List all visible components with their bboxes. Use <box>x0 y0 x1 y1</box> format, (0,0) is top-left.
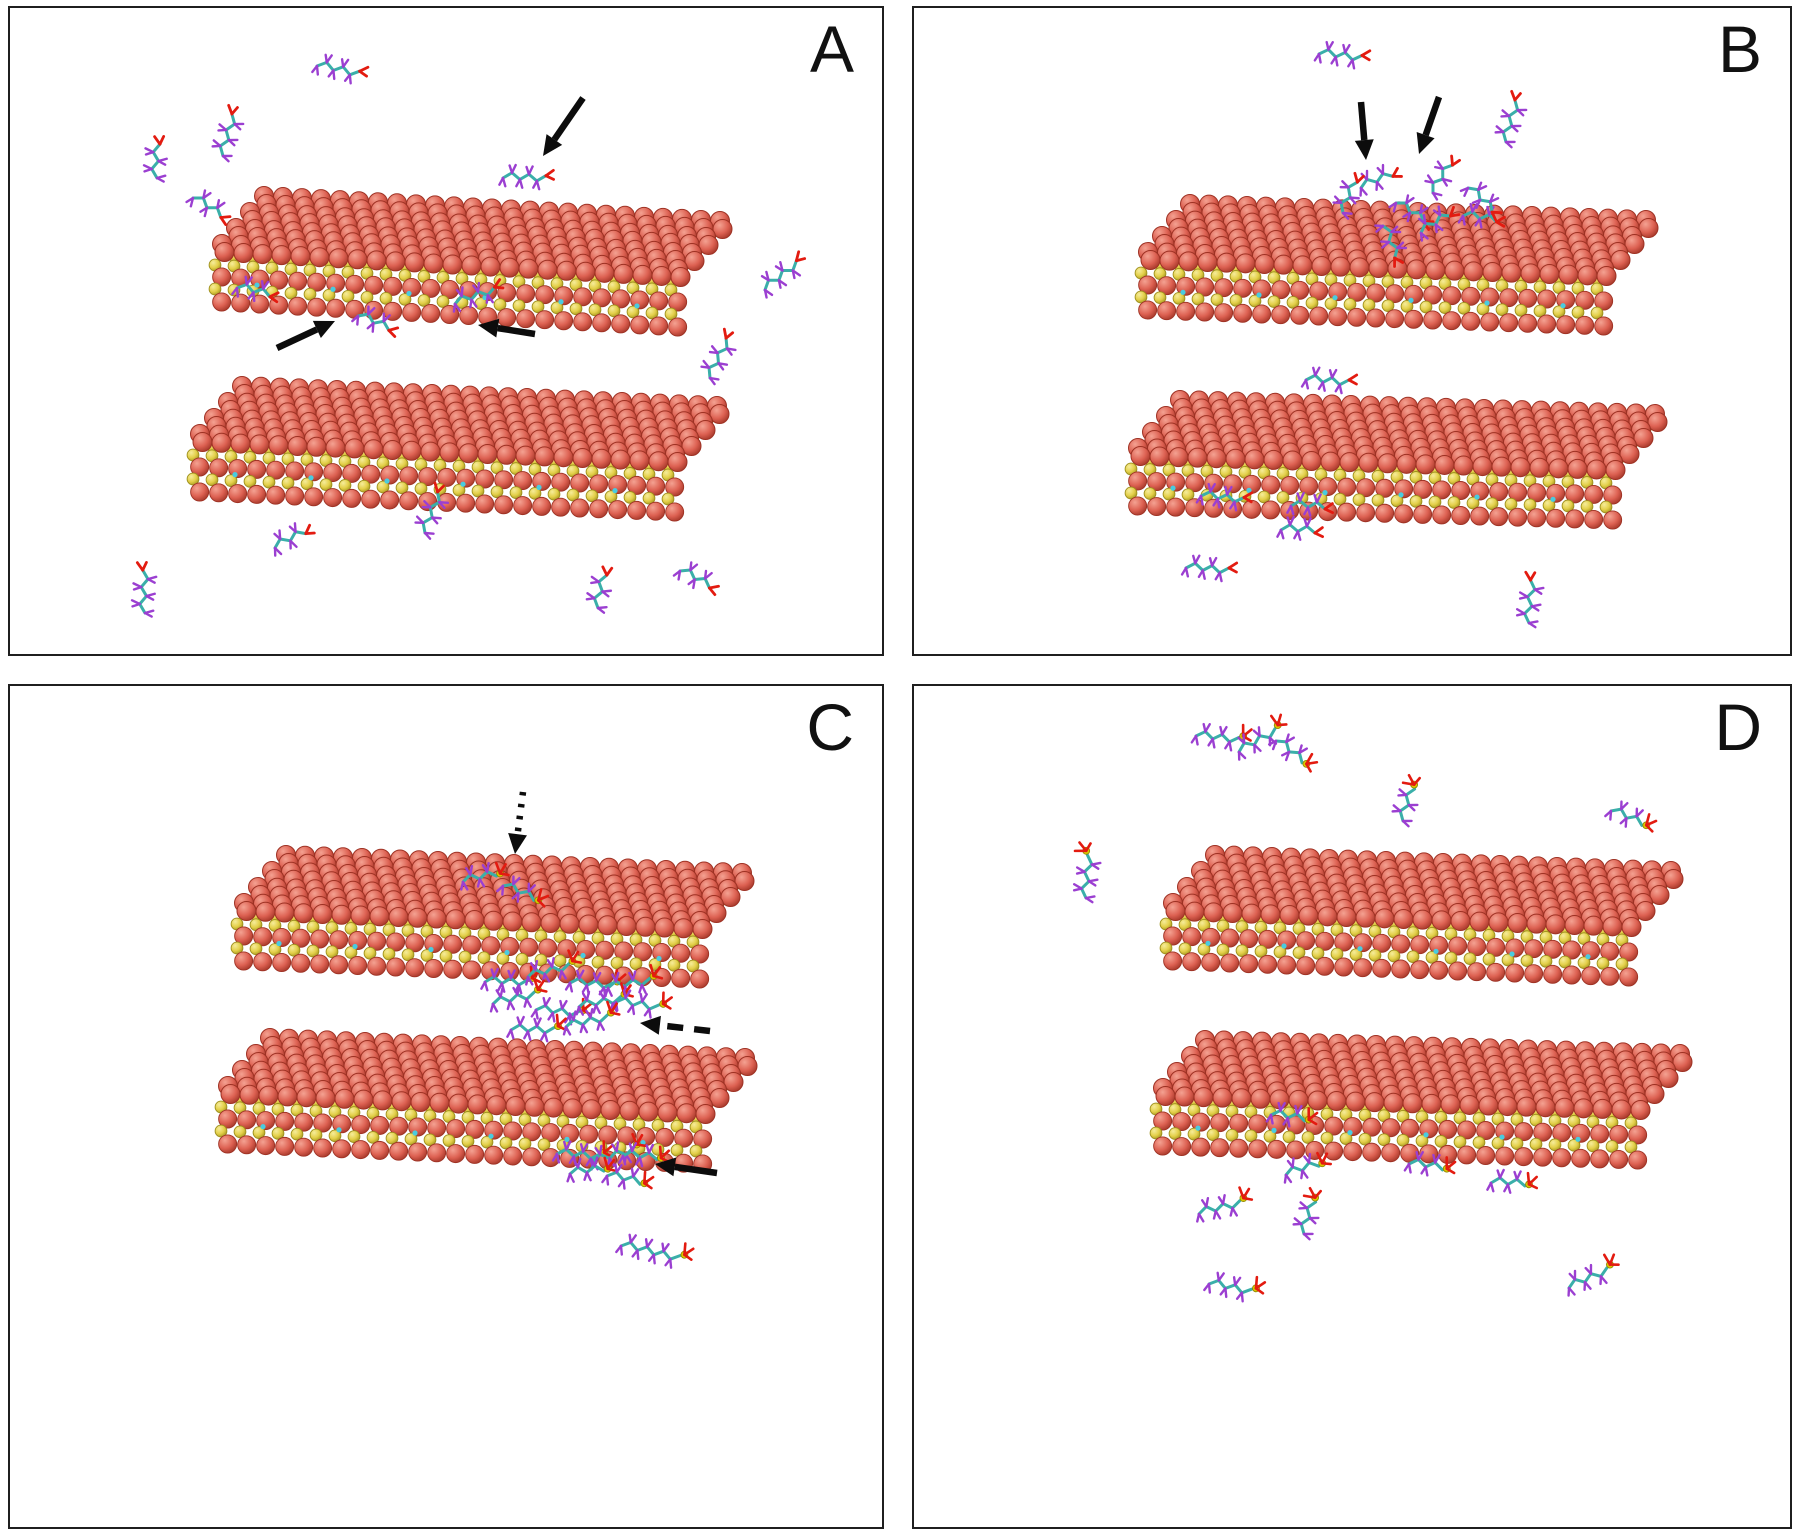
molecule-sulfonate <box>489 977 548 1013</box>
molecule-sulfonate <box>496 875 550 908</box>
molecule-carboxyl <box>1457 202 1506 229</box>
molecule-carboxyl <box>498 163 555 191</box>
arrow-solid <box>275 320 335 351</box>
molecule-carboxyl <box>1374 224 1408 268</box>
molecule-sulfonate <box>618 1142 671 1168</box>
molecule-carboxyl <box>273 522 316 557</box>
arrow-dotted <box>508 791 527 854</box>
arrow-dashed <box>640 1015 711 1035</box>
molecule-sulfonate <box>615 1233 695 1269</box>
molecule-carboxyl <box>414 481 450 540</box>
molecule-carboxyl <box>1424 154 1461 201</box>
molecule-carboxyl <box>1359 163 1403 197</box>
molecule-carboxyl <box>1286 491 1334 517</box>
molecule-sulfonate <box>1203 1271 1267 1303</box>
molecule-carboxyl <box>1276 515 1324 541</box>
molecule-carboxyl <box>1459 181 1503 222</box>
molecule-sulfonate <box>610 989 673 1019</box>
molecule-carboxyl <box>585 565 614 614</box>
molecule-carboxyl <box>1300 366 1359 395</box>
molecule-sulfonate <box>1283 1151 1332 1184</box>
molecule-sulfonate <box>562 1000 621 1036</box>
mineral-slab <box>214 1028 758 1174</box>
molecule-carboxyl <box>1313 40 1372 70</box>
molecule-carboxyl <box>142 135 168 183</box>
mineral-slab <box>230 845 755 989</box>
molecule-sulfonate <box>1072 841 1102 904</box>
molecule-sulfonate <box>551 1140 614 1169</box>
molecule-sulfonate <box>506 1013 568 1043</box>
panel-D-scene <box>1072 713 1693 1303</box>
mineral-slab <box>186 376 730 522</box>
molecule-sulfonate <box>1391 773 1421 828</box>
molecule-carboxyl <box>452 278 505 313</box>
panel-C-scene <box>214 791 758 1269</box>
molecule-sulfonate <box>1196 1186 1254 1223</box>
molecule-carboxyl <box>231 275 280 304</box>
arrow-solid <box>543 96 586 156</box>
molecule-sulfonate <box>530 996 593 1026</box>
molecule-carboxyl <box>1332 171 1365 220</box>
mineral-slab <box>1149 1030 1693 1170</box>
panel-C: C <box>8 684 884 1529</box>
molecule-carboxyl <box>1494 89 1528 149</box>
molecule-carboxyl <box>351 305 400 338</box>
mineral-slab <box>1159 845 1684 987</box>
mineral-slab <box>1134 194 1659 336</box>
arrow-solid <box>478 318 536 338</box>
mineral-slab <box>1124 390 1668 530</box>
panel-A-scene <box>130 53 807 618</box>
molecule-sulfonate <box>1604 800 1658 833</box>
molecule-carboxyl <box>672 561 720 596</box>
arrow-solid <box>1416 95 1443 154</box>
panel-B-label: B <box>1717 12 1762 86</box>
molecule-carboxyl <box>211 103 245 163</box>
molecule-sulfonate <box>1265 1101 1319 1128</box>
panel-B: B <box>912 6 1792 656</box>
panel-C-label: C <box>806 690 854 764</box>
molecule-sulfonate <box>1237 713 1288 761</box>
panel-D: D <box>912 684 1792 1529</box>
molecule-carboxyl <box>1418 205 1461 242</box>
molecule-sulfonate <box>1486 1168 1539 1194</box>
molecule-sulfonate <box>1268 733 1319 773</box>
molecule-carboxyl <box>1195 482 1254 512</box>
panel-A: A <box>8 6 884 656</box>
molecule-carboxyl <box>130 561 158 618</box>
molecule-sulfonate <box>460 861 510 891</box>
molecule-carboxyl <box>1515 570 1545 629</box>
molecule-sulfonate <box>1403 1150 1457 1177</box>
panel-D-label: D <box>1714 690 1762 764</box>
molecule-sulfonate <box>1292 1186 1322 1241</box>
arrow-solid <box>655 1157 718 1177</box>
molecule-carboxyl <box>700 327 737 386</box>
arrow-solid <box>1354 101 1374 160</box>
panel-A-label: A <box>809 12 854 86</box>
molecule-sulfonate <box>601 1163 655 1190</box>
molecule-carboxyl <box>760 250 807 299</box>
molecule-sulfonate <box>566 1156 618 1183</box>
molecule-sulfonate <box>1567 1253 1620 1297</box>
panel-B-scene <box>1124 40 1668 629</box>
mineral-slab <box>208 186 733 337</box>
molecule-carboxyl <box>311 53 370 85</box>
molecule-carboxyl <box>185 189 232 226</box>
molecule-carboxyl <box>1180 554 1239 583</box>
